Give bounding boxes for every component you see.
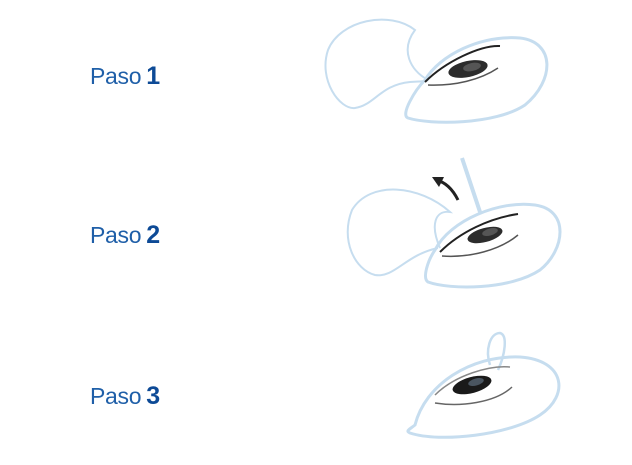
step-number: 2 bbox=[146, 221, 160, 249]
step-number: 1 bbox=[146, 62, 160, 90]
step-word: Paso bbox=[90, 222, 142, 248]
step-word: Paso bbox=[90, 383, 142, 409]
step-word: Paso bbox=[90, 63, 142, 89]
eye-lens-step-1-icon bbox=[324, 18, 549, 124]
eye-lens-step-3-icon bbox=[406, 331, 561, 439]
eye-lens-step-2-icon bbox=[346, 157, 562, 289]
step-number: 3 bbox=[146, 382, 160, 410]
